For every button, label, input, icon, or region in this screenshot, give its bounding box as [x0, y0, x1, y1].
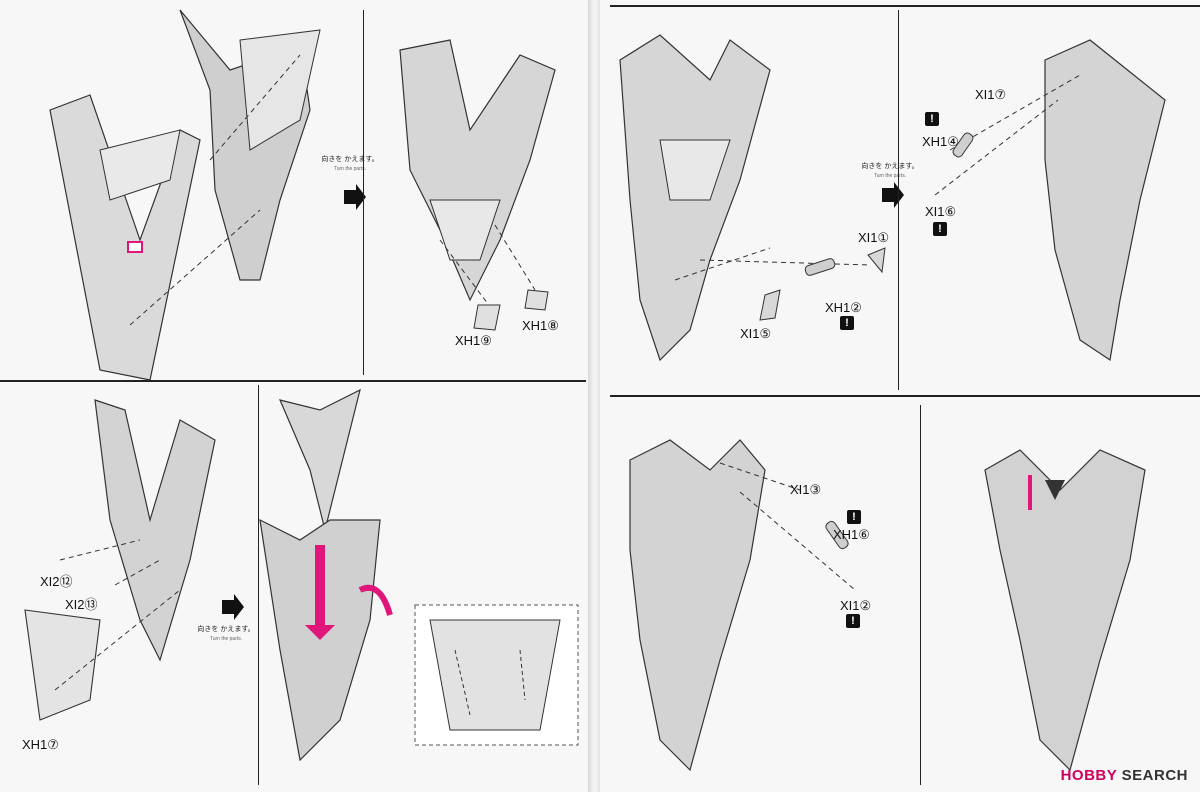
turn-note-en: Turn the parts.	[209, 636, 243, 642]
panel-3-sub-assembly	[24, 399, 216, 721]
panel-divider	[610, 395, 1200, 397]
warning-icon: !	[840, 316, 854, 330]
right-page-illustrations	[619, 34, 1166, 772]
turn-note-en: Turn the parts.	[873, 173, 907, 179]
part-label: XH1⑨	[455, 333, 492, 348]
brand-suffix: SEARCH	[1121, 767, 1188, 784]
turn-note-jp: 向きを かえます。	[321, 156, 379, 163]
turn-note-jp: 向きを かえます。	[197, 626, 255, 633]
turn-note-en: Turn the parts.	[333, 166, 367, 172]
manual-page-left: 向きを かえます。 Turn the parts. 向きを かえます。 Turn t…	[0, 0, 590, 792]
arrow-right-icon	[882, 182, 904, 208]
panel-2-turned-assembly	[399, 39, 556, 331]
warning-icon: !	[846, 614, 860, 628]
turn-parts-note: 向きを かえます。 Turn the parts.	[196, 625, 256, 644]
panel-divider	[258, 385, 259, 785]
panel-6-assembly	[934, 39, 1166, 362]
panel-divider	[610, 5, 1200, 7]
panel-divider	[0, 380, 586, 382]
part-label: XI1⑥	[925, 204, 957, 219]
part-label: XI2⑫	[40, 574, 73, 589]
arrow-right-icon	[344, 184, 366, 210]
part-label: XI1③	[790, 482, 822, 497]
part-label: XH1⑥	[833, 527, 870, 542]
left-page-illustrations	[24, 9, 579, 762]
warning-icon: !	[847, 510, 861, 524]
brand-prefix: HOBBY	[1060, 767, 1117, 784]
part-label: XI1⑦	[975, 87, 1007, 102]
part-label: XI1②	[840, 598, 872, 613]
page-gutter	[588, 0, 602, 792]
turn-note-jp: 向きを かえます。	[861, 163, 919, 170]
turn-parts-note: 向きを かえます。 Turn the parts.	[320, 155, 380, 174]
part-label: XH1⑦	[22, 737, 59, 752]
part-label: XI1⑤	[740, 326, 772, 341]
warning-icon: !	[925, 112, 939, 126]
warning-icon: !	[933, 222, 947, 236]
turn-parts-note: 向きを かえます。 Turn the parts.	[860, 162, 920, 181]
part-label: XI1①	[858, 230, 890, 245]
part-label: XH1④	[922, 134, 959, 149]
panel-divider	[363, 10, 364, 375]
panel-1-wing-assembly	[49, 9, 321, 381]
part-label: XH1②	[825, 300, 862, 315]
panel-7-assembly	[629, 439, 856, 772]
panel-divider	[898, 10, 899, 390]
arrow-right-icon	[222, 594, 244, 620]
panel-8-completed-assembly	[984, 449, 1146, 772]
panel-4-join-assembly	[259, 388, 393, 762]
hobby-search-logo: HOBBY SEARCH	[1061, 767, 1188, 784]
panel-5-assembly	[619, 34, 886, 362]
part-label: XI2⑬	[65, 597, 98, 612]
panel-divider	[920, 405, 921, 785]
part-label: XH1⑧	[522, 318, 559, 333]
